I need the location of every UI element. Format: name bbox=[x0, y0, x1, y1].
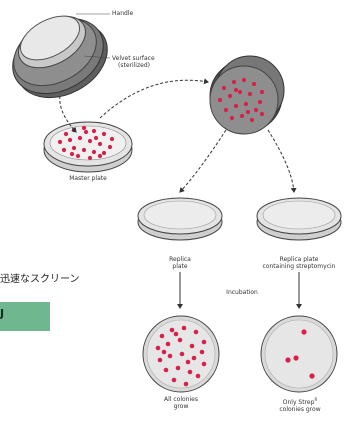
stamp-colony bbox=[260, 90, 264, 94]
stamp-colony bbox=[248, 92, 252, 96]
stamp-colony bbox=[232, 80, 236, 84]
stamp-colony bbox=[228, 94, 232, 98]
all-colony bbox=[174, 332, 179, 337]
all-colony bbox=[202, 362, 207, 367]
stamp-colony bbox=[252, 82, 256, 86]
all-colony bbox=[190, 344, 195, 349]
green-label-box bbox=[0, 302, 50, 331]
all-colony bbox=[156, 346, 161, 351]
all-colony bbox=[170, 328, 175, 333]
all-colony bbox=[176, 366, 181, 371]
master-colony bbox=[102, 132, 106, 136]
master-colony bbox=[76, 154, 80, 158]
stamp-colony bbox=[258, 100, 262, 104]
all-colony bbox=[194, 330, 199, 335]
replica-plate-label: Replica plate bbox=[150, 256, 210, 270]
stamp-colony bbox=[234, 104, 238, 108]
master-colony bbox=[78, 136, 82, 140]
master-colony bbox=[72, 146, 76, 150]
all-colony bbox=[168, 354, 173, 359]
stamp-colony bbox=[240, 114, 244, 118]
all-colony bbox=[192, 356, 197, 361]
stamp-colony bbox=[234, 88, 238, 92]
all-colony bbox=[158, 358, 163, 363]
all-colony bbox=[162, 350, 167, 355]
only-strep-label: Only StrepR colonies grow bbox=[264, 396, 336, 413]
stamp-colony bbox=[250, 118, 254, 122]
master-plate-label: Master plate bbox=[48, 175, 128, 182]
stamp-colony bbox=[222, 86, 226, 90]
strep-colony bbox=[309, 373, 314, 378]
all-colony bbox=[160, 334, 165, 339]
green-box-label: J bbox=[0, 307, 4, 320]
strep-colony bbox=[301, 329, 306, 334]
arrow-stamp-to-strep-plate bbox=[268, 130, 294, 192]
master-colony bbox=[108, 145, 112, 149]
master-colony bbox=[88, 156, 92, 160]
master-colony bbox=[58, 140, 62, 144]
replica-plate bbox=[138, 198, 222, 240]
stamp-colony bbox=[242, 78, 246, 82]
stamp-colony bbox=[218, 98, 222, 102]
stamp-colony bbox=[260, 112, 264, 116]
stamp-colony bbox=[246, 110, 250, 114]
master-colony bbox=[98, 142, 102, 146]
arrow-master-to-stamp bbox=[100, 80, 208, 118]
master-colony bbox=[88, 139, 92, 143]
all-colony bbox=[180, 352, 185, 357]
master-colony bbox=[92, 129, 96, 133]
velvet-surface-label: Velvet surface (sterilized) bbox=[112, 55, 155, 69]
stamp-colony bbox=[254, 108, 258, 112]
master-colony bbox=[102, 151, 106, 155]
master-colony bbox=[68, 138, 72, 142]
all-colony bbox=[178, 338, 183, 343]
all-colony bbox=[202, 340, 207, 345]
all-colony bbox=[166, 342, 171, 347]
master-colony bbox=[94, 136, 98, 140]
stamp-colony bbox=[244, 102, 248, 106]
strep-colony bbox=[293, 355, 298, 360]
replica-strep-plate-label: Replica plate containing streptomycin bbox=[256, 256, 342, 270]
all-colony bbox=[164, 368, 169, 373]
result-plate-strep bbox=[261, 316, 337, 392]
handle-label: Handle bbox=[112, 10, 133, 17]
all-colony bbox=[188, 370, 193, 375]
strep-colony bbox=[285, 357, 290, 362]
all-colony bbox=[184, 382, 189, 387]
master-colony bbox=[62, 148, 66, 152]
replica-plate-streptomycin bbox=[257, 198, 341, 240]
all-colony bbox=[200, 350, 205, 355]
stamp-colony bbox=[224, 108, 228, 112]
stamp-colony bbox=[238, 90, 242, 94]
all-colony bbox=[172, 378, 177, 383]
japanese-caption-fragment: 迅速なスクリーン bbox=[0, 274, 80, 286]
master-colony bbox=[82, 126, 86, 130]
all-colony bbox=[186, 360, 191, 365]
master-plate bbox=[44, 122, 132, 172]
master-colony bbox=[98, 154, 102, 158]
master-colony bbox=[64, 132, 68, 136]
all-colonies-label: All colonies grow bbox=[150, 396, 212, 410]
arrow-stamp-to-replica bbox=[180, 130, 226, 192]
master-colony bbox=[84, 130, 88, 134]
master-colony bbox=[82, 148, 86, 152]
stamp-colony bbox=[230, 116, 234, 120]
all-colony bbox=[196, 374, 201, 379]
all-colony bbox=[182, 326, 187, 331]
velvet-stamp-right bbox=[210, 56, 284, 134]
master-colony bbox=[92, 150, 96, 154]
master-colony bbox=[110, 137, 114, 141]
incubation-label: Incubation bbox=[212, 289, 272, 296]
master-colony bbox=[70, 152, 74, 156]
